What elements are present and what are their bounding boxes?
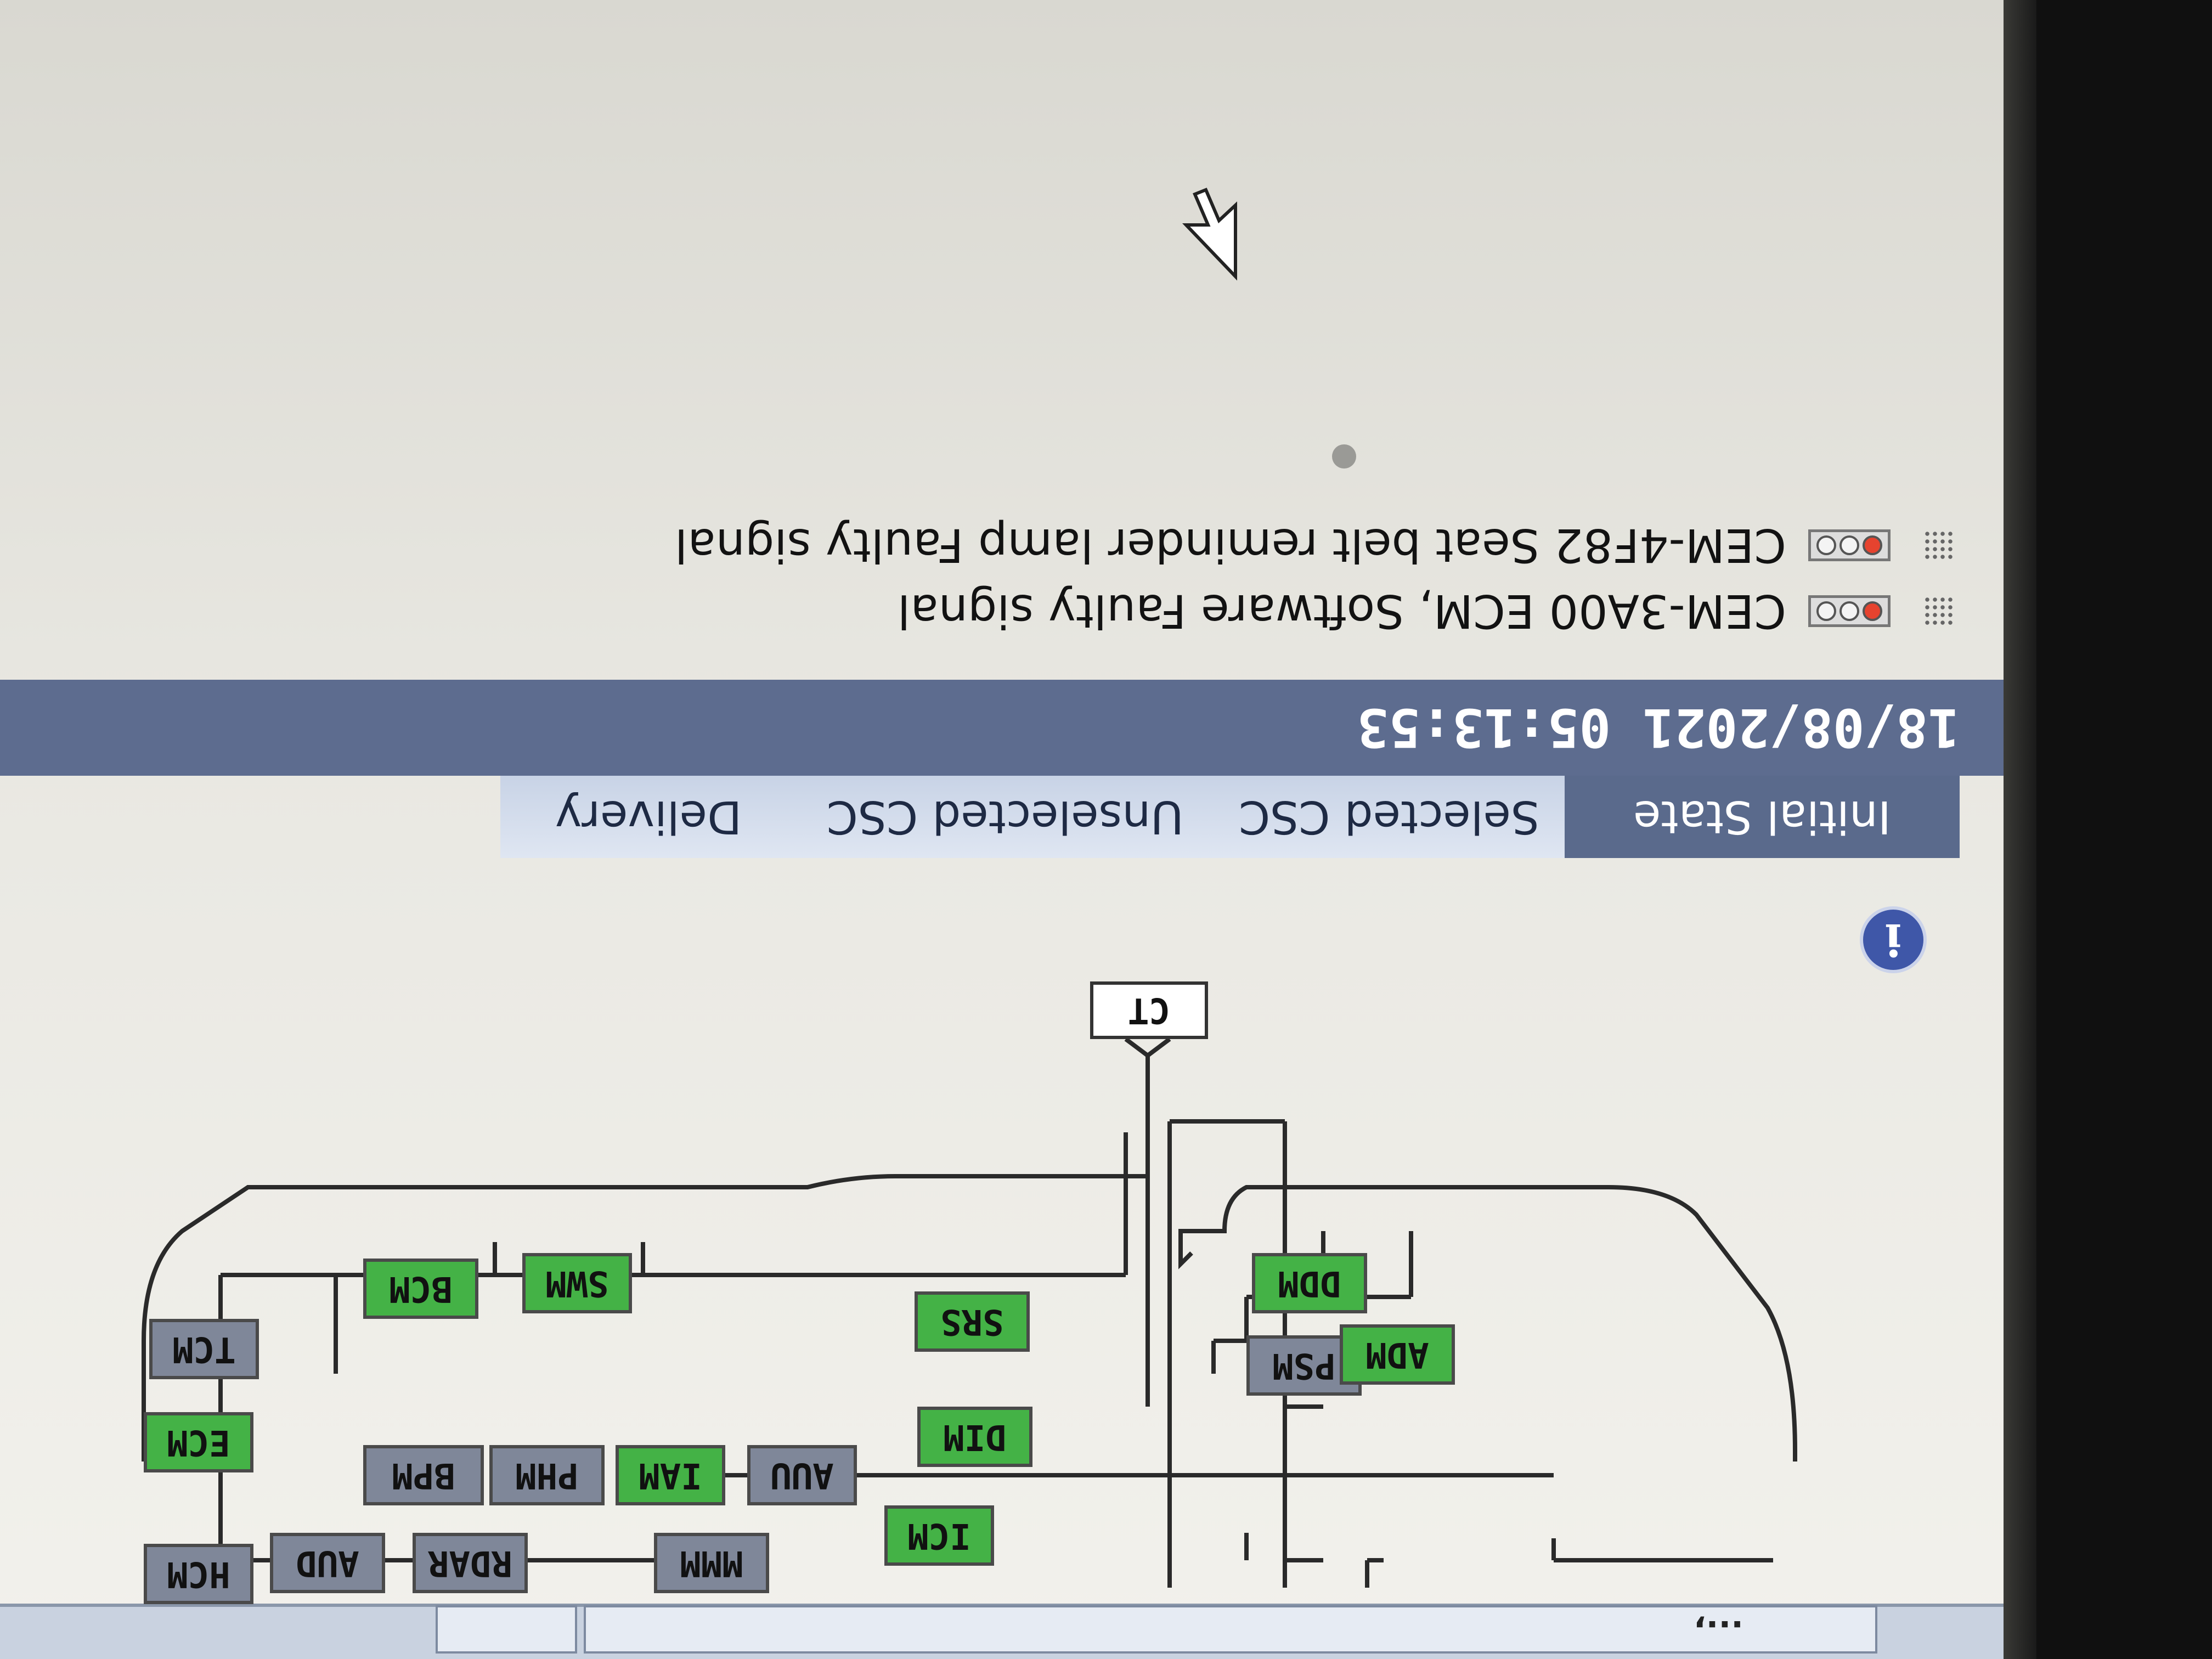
fault-row[interactable]: CEM-4F82 Seat belt reminder lamp Faulty … xyxy=(0,512,2004,578)
monitor-bezel xyxy=(2004,0,2212,1659)
title-field[interactable]: ..., xyxy=(584,1605,1877,1654)
fault-description: CEM-3A00 ECM, Software Faulty signal xyxy=(897,584,1786,638)
fault-description: CEM-4F82 Seat belt reminder lamp Faulty … xyxy=(674,518,1786,572)
module-phm-label: PHM xyxy=(515,1455,579,1496)
mouse-cursor-icon xyxy=(1182,188,1237,281)
status-lights-icon xyxy=(1808,595,1891,627)
info-icon[interactable]: i xyxy=(1860,906,1927,973)
screen-dust-speck xyxy=(1332,444,1356,469)
fault-row[interactable]: CEM-3A00 ECM, Software Faulty signal xyxy=(0,578,2004,644)
tab-selected-csc[interactable]: Selected CSC xyxy=(1214,776,1565,858)
module-ddm[interactable]: DDM xyxy=(1252,1253,1367,1313)
module-rdar-label: RDAR xyxy=(427,1543,513,1583)
module-swm[interactable]: SWM xyxy=(522,1253,632,1313)
module-ecm[interactable]: ECM xyxy=(144,1412,253,1472)
module-srs[interactable]: SRS xyxy=(915,1291,1030,1352)
module-bpm-label: BPM xyxy=(392,1455,455,1496)
lamp-off-icon xyxy=(1839,601,1859,621)
drag-handle-icon[interactable] xyxy=(1923,596,1954,627)
module-phm[interactable]: PHM xyxy=(489,1445,605,1505)
tab-initial-state-label: Initial State xyxy=(1633,791,1892,843)
module-psm-label: PSM xyxy=(1272,1345,1336,1386)
module-adm-label: ADM xyxy=(1365,1334,1429,1375)
tab-initial-state[interactable]: Initial State xyxy=(1565,776,1960,858)
title-field-secondary[interactable] xyxy=(436,1605,577,1654)
state-tabs: Initial State Selected CSC Unselected CS… xyxy=(0,776,2004,858)
tab-delivery-label: Delivery xyxy=(555,791,742,843)
lamp-red-icon xyxy=(1863,535,1882,555)
screen: ..., xyxy=(0,0,2004,1659)
timestamp-header: 18/08/2021 05:13:53 xyxy=(0,680,2004,776)
module-mmm[interactable]: MMM xyxy=(654,1533,769,1593)
module-tcm-label: TCM xyxy=(172,1329,236,1369)
module-bpm[interactable]: BPM xyxy=(363,1445,484,1505)
lamp-off-icon xyxy=(1816,535,1836,555)
network-diagram: CT HCM ECM TCM BCM SWM SRS DDM xyxy=(0,880,2004,1604)
module-swm-label: SWM xyxy=(545,1263,609,1304)
module-ddm-label: DDM xyxy=(1278,1263,1341,1304)
module-iam[interactable]: IAM xyxy=(616,1445,725,1505)
module-hcm-label: HCM xyxy=(167,1554,230,1594)
module-ct-label: CT xyxy=(1127,990,1171,1031)
module-hcm[interactable]: HCM xyxy=(144,1544,253,1604)
tab-unselected-csc-label: Unselected CSC xyxy=(826,791,1184,843)
module-bcm[interactable]: BCM xyxy=(363,1259,478,1319)
module-aud[interactable]: AUD xyxy=(270,1533,385,1593)
lamp-red-icon xyxy=(1863,601,1882,621)
window-title-fragment: ..., xyxy=(1693,1613,1743,1651)
module-bcm-label: BCM xyxy=(389,1268,453,1309)
module-dim-label: DIM xyxy=(943,1417,1007,1457)
module-icm[interactable]: ICM xyxy=(884,1505,994,1566)
lamp-off-icon xyxy=(1816,601,1836,621)
module-srs-label: SRS xyxy=(940,1301,1004,1342)
module-rdar[interactable]: RDAR xyxy=(413,1533,528,1593)
module-mmm-label: MMM xyxy=(680,1543,743,1583)
module-adm[interactable]: ADM xyxy=(1340,1324,1455,1385)
module-icm-label: ICM xyxy=(907,1515,971,1556)
module-auu-label: AUU xyxy=(770,1455,834,1496)
tab-selected-csc-label: Selected CSC xyxy=(1238,791,1540,843)
timestamp: 18/08/2021 05:13:53 xyxy=(1357,697,1960,759)
lamp-off-icon xyxy=(1839,535,1859,555)
module-aud-label: AUD xyxy=(296,1543,359,1583)
module-auu[interactable]: AUU xyxy=(747,1445,857,1505)
module-ct[interactable]: CT xyxy=(1090,981,1208,1039)
tab-unselected-csc[interactable]: Unselected CSC xyxy=(797,776,1214,858)
info-icon-glyph: i xyxy=(1884,914,1902,966)
drag-handle-icon[interactable] xyxy=(1923,530,1954,561)
module-dim[interactable]: DIM xyxy=(917,1407,1032,1467)
network-bus-lines xyxy=(142,1037,1797,1588)
tab-delivery[interactable]: Delivery xyxy=(500,776,797,858)
module-tcm[interactable]: TCM xyxy=(149,1319,259,1379)
status-lights-icon xyxy=(1808,529,1891,561)
module-iam-label: IAM xyxy=(639,1455,702,1496)
module-ecm-label: ECM xyxy=(167,1422,230,1463)
window-title-bar: ..., xyxy=(0,1604,2004,1659)
